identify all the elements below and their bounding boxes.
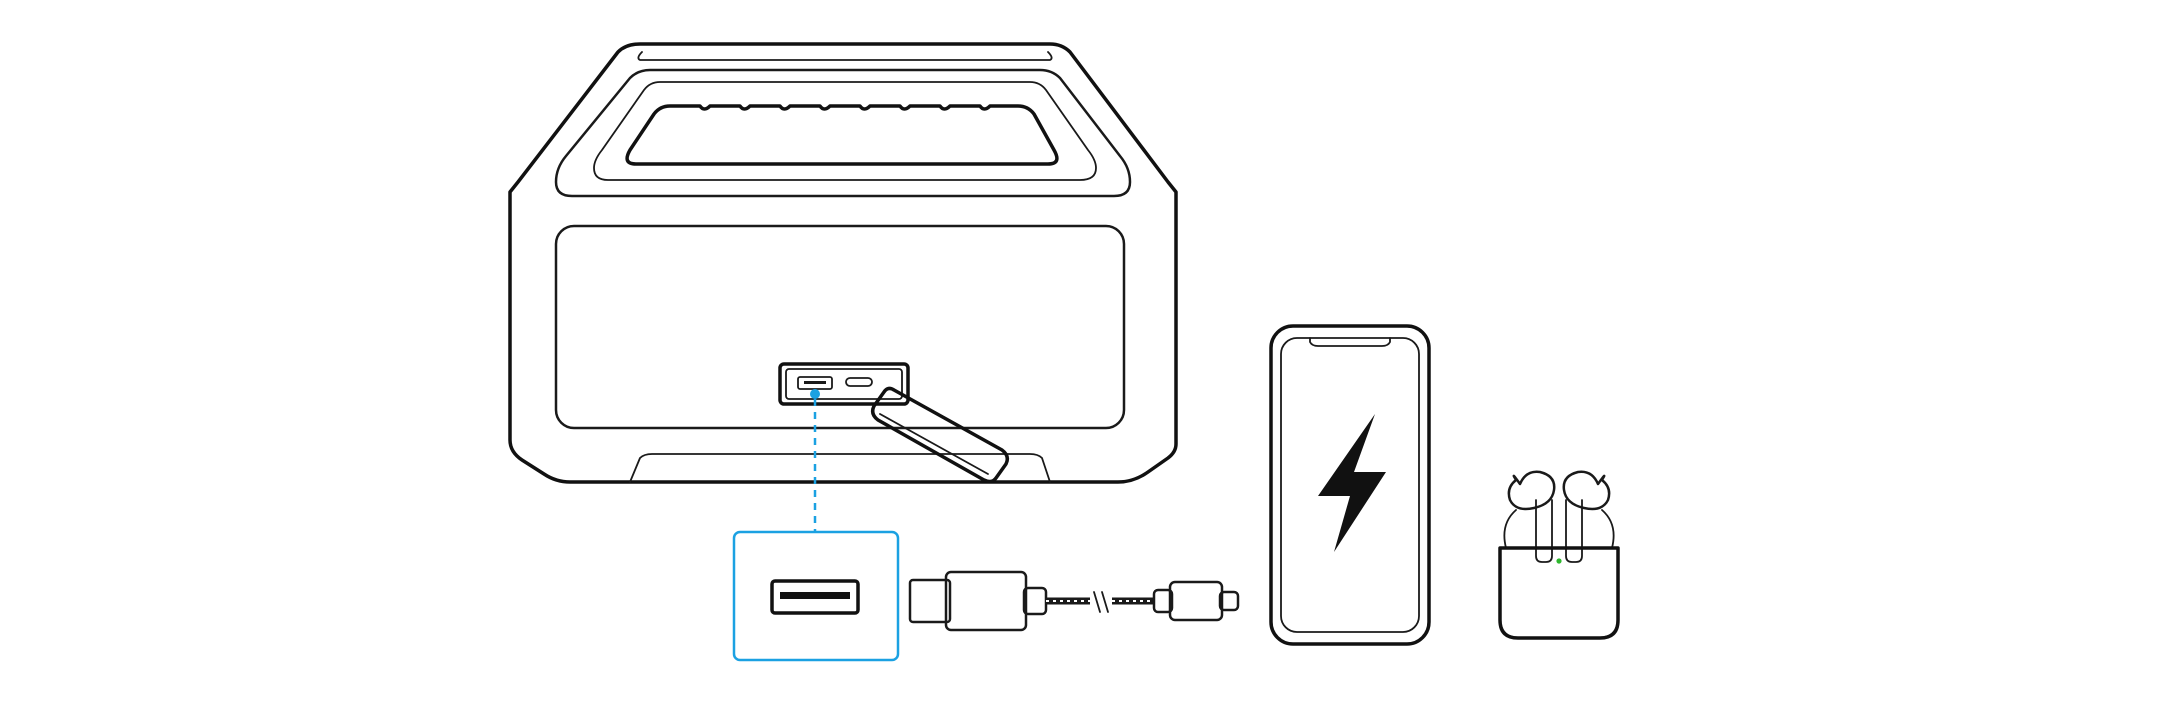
lightning-bolt-icon bbox=[1318, 414, 1386, 552]
cable-usb-a-housing bbox=[944, 570, 1028, 632]
port-panel-usb-c-slot bbox=[845, 377, 873, 387]
speaker-handle-grip bbox=[625, 104, 1059, 166]
rubber-port-cover-icon bbox=[870, 386, 1010, 484]
usb-a-port-icon bbox=[732, 530, 900, 662]
speaker-body-outline bbox=[508, 42, 1178, 484]
phone-notch bbox=[1309, 337, 1391, 347]
charging-led-icon bbox=[1556, 558, 1562, 564]
smartphone-icon bbox=[1269, 324, 1431, 646]
port-panel-inner bbox=[785, 368, 903, 400]
cable-usb-c-metal bbox=[1218, 590, 1240, 612]
zoom-usb-a-socket bbox=[770, 579, 860, 615]
earbud-left-head bbox=[1507, 470, 1556, 511]
earbuds-case-rim bbox=[1503, 509, 1615, 549]
earbuds-case-body bbox=[1498, 546, 1620, 640]
usb-port-panel-icon bbox=[778, 362, 910, 406]
port-cover-flap bbox=[870, 386, 1010, 484]
speaker-icon bbox=[508, 42, 1178, 484]
port-panel-usb-a-tongue bbox=[804, 381, 826, 384]
phone-body bbox=[1269, 324, 1431, 646]
zoom-usb-a-tongue bbox=[780, 592, 850, 599]
cable-usb-a-strain-relief bbox=[1022, 586, 1048, 616]
cable-break-mark-2 bbox=[1101, 591, 1109, 613]
cable-usb-a-metal bbox=[908, 578, 952, 624]
speaker-handle-frame bbox=[554, 68, 1132, 198]
speaker-grille-panel bbox=[554, 224, 1126, 430]
port-cover-flap-edge bbox=[879, 413, 989, 475]
earbud-left-stem bbox=[1535, 499, 1553, 563]
cable-break-mark-1 bbox=[1093, 591, 1101, 613]
speaker-handle-inner-frame bbox=[593, 81, 1097, 181]
phone-screen bbox=[1280, 337, 1420, 633]
port-panel-outline bbox=[778, 362, 910, 406]
cable-usb-c-housing bbox=[1168, 580, 1224, 622]
usb-a-to-usb-c-cable-icon bbox=[908, 570, 1240, 632]
wireless-earbuds-case-icon bbox=[1498, 470, 1620, 640]
speaker-foot-left bbox=[629, 453, 1051, 483]
earbud-right-head bbox=[1562, 470, 1611, 511]
port-highlight-dot bbox=[810, 389, 820, 399]
speaker-top-rim bbox=[637, 51, 1053, 61]
cable-usb-c-strain-relief bbox=[1152, 588, 1174, 614]
earbud-right-stem bbox=[1565, 499, 1583, 563]
